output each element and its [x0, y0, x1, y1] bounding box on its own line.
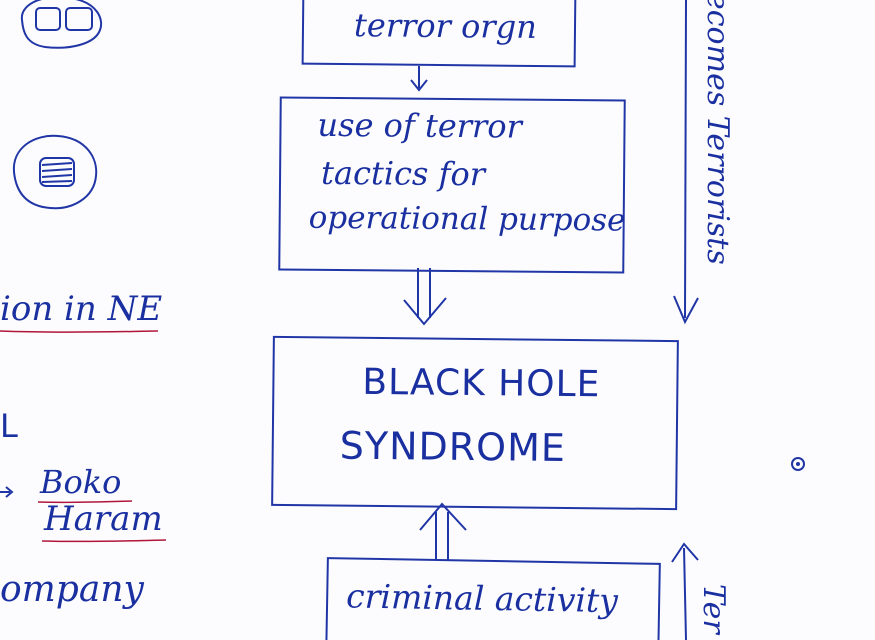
criminal-activity-box: criminal activity	[325, 557, 661, 640]
left-margin-arrow	[0, 486, 14, 498]
becomes-terrorists-label: ecomes Terrorists	[700, 0, 735, 265]
double-arrow-up	[419, 502, 467, 560]
black-hole-syndrome-box: BLACK HOLE SYNDROME	[271, 335, 679, 511]
red-underlines	[0, 330, 167, 543]
arrow-down-small	[410, 66, 428, 92]
terror-tactics-line1: use of terror	[317, 105, 523, 146]
ink-dot-mark	[791, 457, 805, 471]
striped-circle-icon	[12, 134, 98, 210]
left-note-boko: Boko	[40, 463, 122, 501]
left-note-haram: Haram	[44, 499, 163, 539]
left-note-company: ompany	[0, 569, 144, 610]
terror-tactics-line3: operational purpose	[308, 199, 626, 239]
terror-vertical-label: Ter	[696, 584, 731, 634]
terror-org-box-line2: terror orgn	[353, 6, 537, 47]
terror-tactics-line2: tactics for	[320, 153, 486, 194]
terror-org-box: terror orgn	[301, 0, 577, 68]
black-hole-line1: BLACK HOLE	[362, 361, 601, 406]
right-arrow-down	[673, 0, 699, 325]
criminal-activity-line1: criminal activity	[345, 576, 619, 621]
left-note-ne: ion in NE	[0, 289, 163, 329]
right-arrow-up	[671, 542, 699, 640]
left-note-l: L	[0, 407, 19, 445]
terror-tactics-box: use of terror tactics for operational pu…	[278, 96, 626, 274]
two-squares-icon	[20, 0, 103, 49]
black-hole-line2: SYNDROME	[339, 423, 567, 470]
double-arrow-down	[403, 268, 447, 326]
